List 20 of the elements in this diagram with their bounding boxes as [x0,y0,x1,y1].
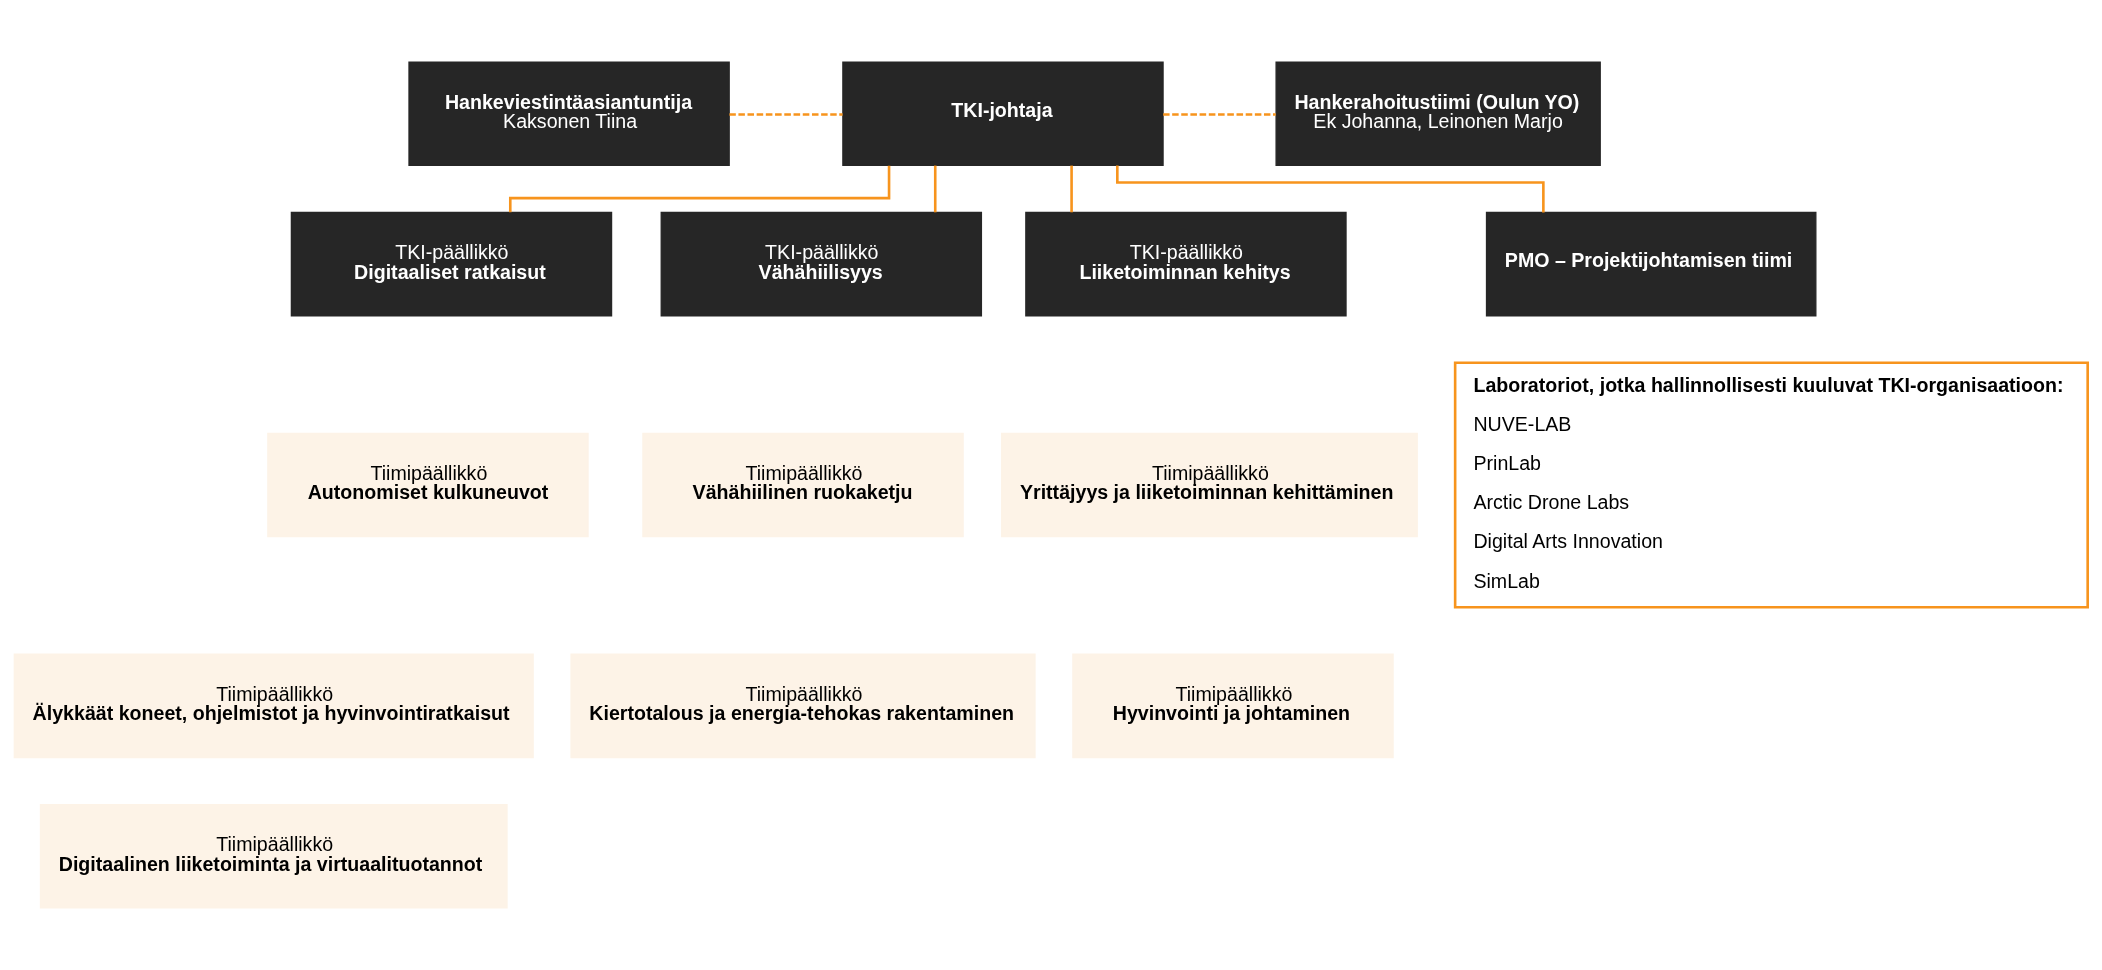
connector [1070,165,1073,213]
node-box: TKI-johtaja [842,61,1164,167]
node-box: Tiimipäällikkö Vähähiilinen ruokaketju [642,432,964,538]
connector [729,113,843,116]
node-box: Tiimipäällikkö Autonomiset kulkuneuvot [267,432,589,538]
node-box: Tiimipäällikkö Kiertotalous ja energia-tehokas rakentaminen [570,653,1036,759]
node-box: Laboratoriot, jotka hallinnollisesti kuuluvat TKI-organisaatioon: NUVE-LAB PrinLab Arctic Drone Labs Digital Arts Innovation SimLab [1453,361,2089,609]
node-box: Tiimipäällikkö Yrittäjyys ja liiketoiminnan kehittäminen [1001,432,1418,538]
node-box: Hankeviestintäasiantuntija Kaksonen Tiina [408,61,730,167]
node-box: Hankerahoitustiimi (Oulun YO) Ek Johanna, Leinonen Marjo [1275,61,1601,167]
node-box: Tiimipäällikkö Digitaalinen liiketoiminta ja virtuaalituotannot [39,803,508,909]
node-box: Tiimipäällikkö Älykkäät koneet, ohjelmistot ja hyvinvointiratkaisut [13,653,534,759]
node-box: TKI-päällikkö Liiketoiminnan kehitys [1025,211,1347,317]
node-box: TKI-päällikkö Digitaaliset ratkaisut [290,211,613,317]
node-box: Tiimipäällikkö Hyvinvointi ja johtaminen [1072,653,1394,759]
connector [1163,113,1276,116]
node-box: TKI-päällikkö Vähähiilisyys [660,211,983,317]
node-box: PMO – Projektijohtamisen tiimi [1485,211,1817,317]
connector [933,165,937,213]
connector [508,165,891,213]
